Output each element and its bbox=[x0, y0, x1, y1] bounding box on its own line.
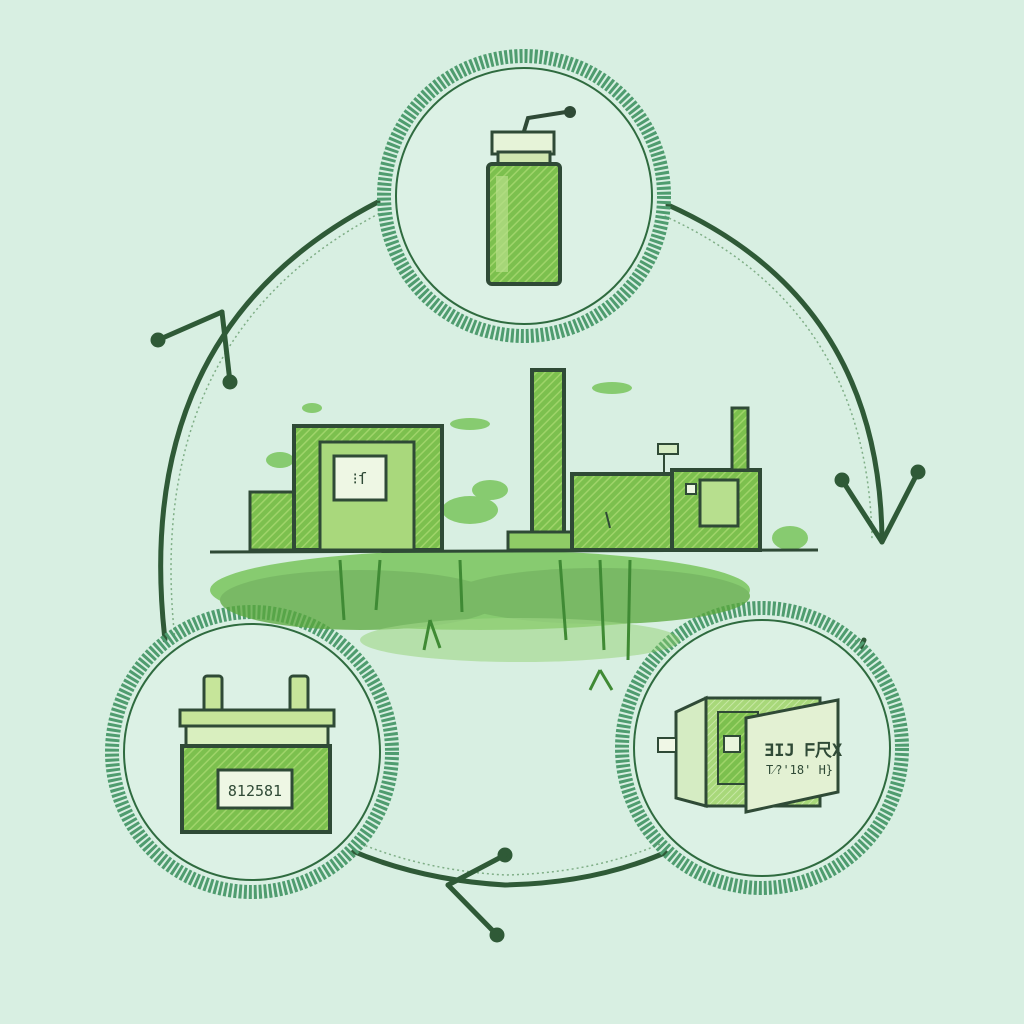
node-left: 812581 bbox=[105, 605, 399, 899]
box-label: ƎIJ ᖴ尺X bbox=[764, 741, 843, 761]
cycle-arrows-shadow bbox=[170, 211, 873, 876]
vegetation bbox=[210, 382, 808, 662]
factory-landscape-icon: ⁝ſ bbox=[209, 368, 819, 691]
bottle-icon bbox=[486, 106, 576, 286]
battery-icon: 812581 bbox=[178, 674, 336, 834]
arrowhead-bottom bbox=[445, 847, 513, 943]
arrowhead-left bbox=[150, 309, 238, 390]
battery-label: 812581 bbox=[228, 782, 282, 800]
grass bbox=[338, 559, 632, 691]
box-sublabel: T⁄?'18' H} bbox=[766, 763, 833, 777]
arrow-top-to-right bbox=[665, 202, 885, 543]
open-box-icon: ƎIJ ᖴ尺X T⁄?'18' H} bbox=[657, 695, 843, 814]
node-top bbox=[377, 49, 671, 343]
arrowhead-right bbox=[834, 464, 926, 545]
arrow-left-to-top bbox=[158, 199, 381, 643]
node-right: ƎIJ ᖴ尺X T⁄?'18' H} bbox=[615, 601, 909, 895]
window-label: ⁝ſ bbox=[353, 469, 368, 488]
